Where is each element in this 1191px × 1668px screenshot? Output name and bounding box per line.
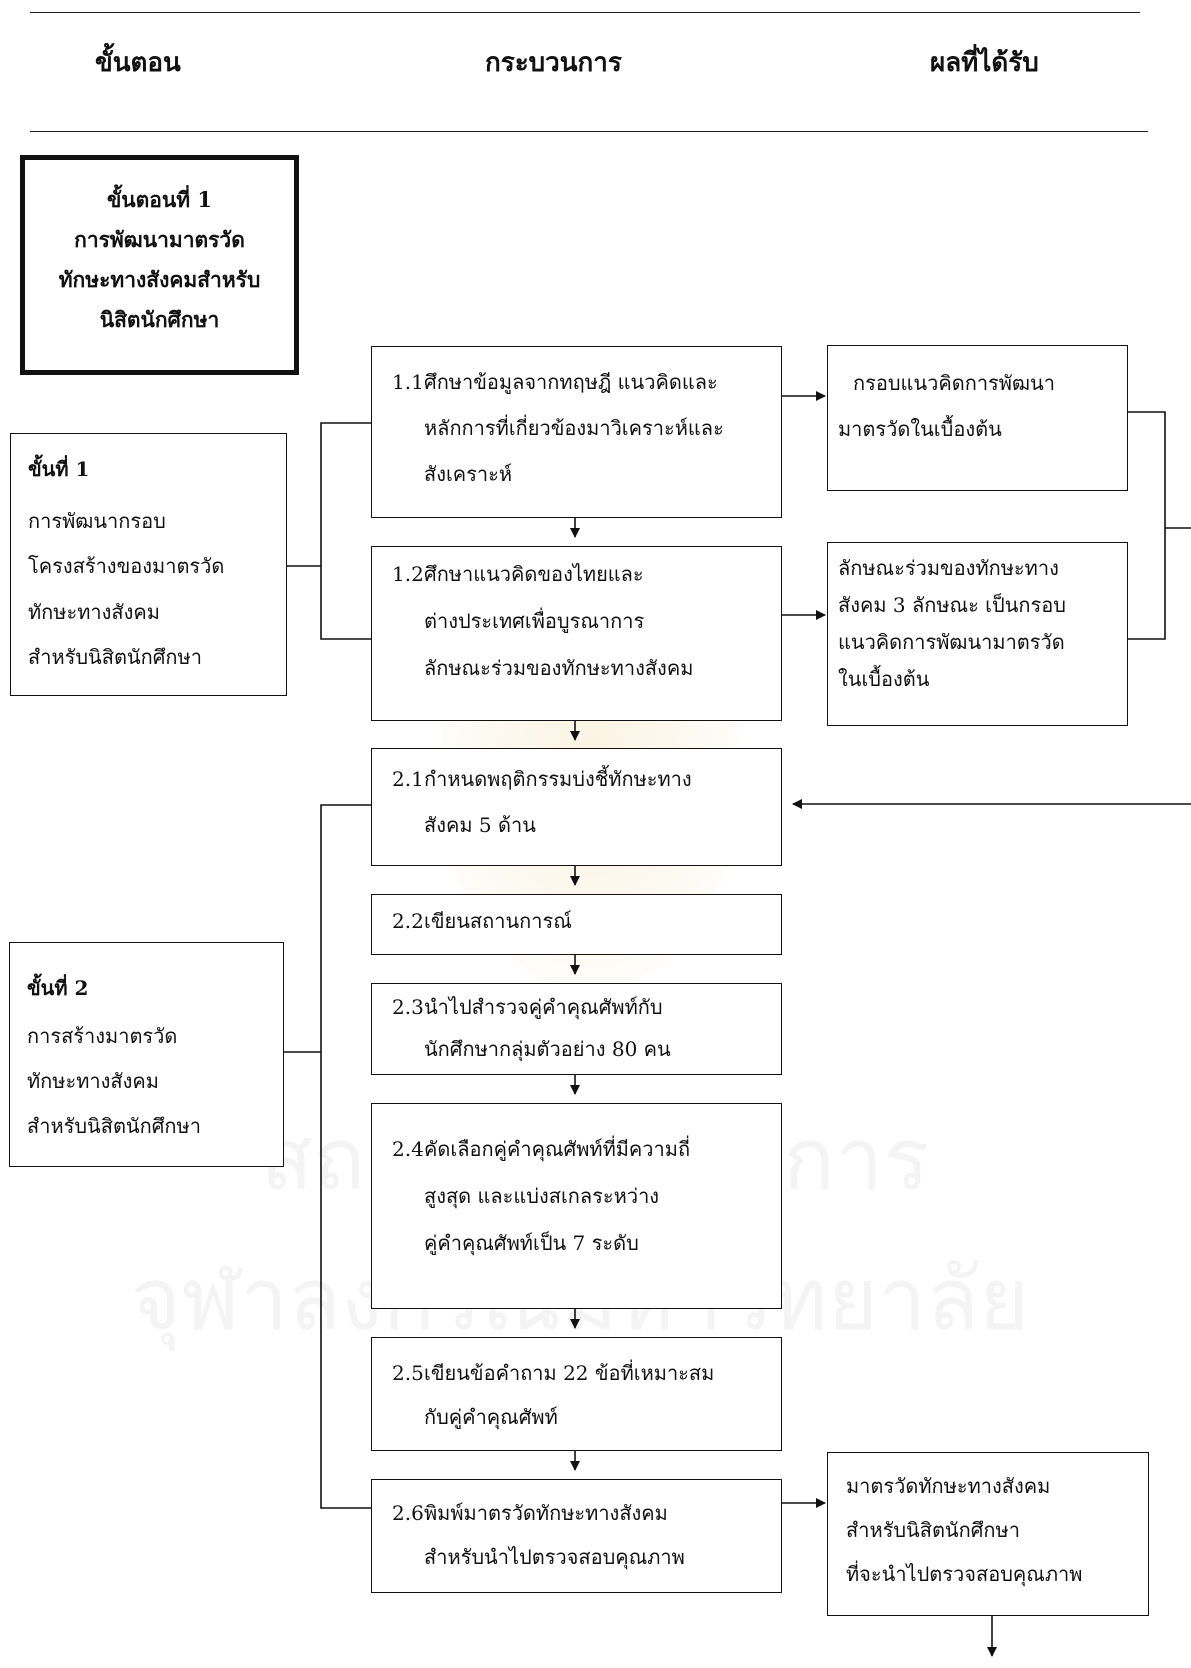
result-line: ในเบื้องต้น	[838, 667, 930, 691]
step-number: 1.1	[392, 370, 424, 394]
result-1-box: กรอบแนวคิดการพัฒนา มาตรวัดในเบื้องต้น	[827, 345, 1128, 491]
result-line: ที่จะนำไปตรวจสอบคุณภาพ	[846, 1562, 1083, 1586]
step-2-5-box: 2.5 เขียนข้อคำถาม 22 ข้อที่เหมาะสม กับคู…	[371, 1337, 782, 1451]
step-line: สังคม 5 ด้าน	[424, 813, 536, 837]
step-number: 2.3	[392, 995, 424, 1019]
step-line: พิมพ์มาตรวัดทักษะทางสังคม	[424, 1501, 668, 1525]
phase-1-line: สำหรับนิสิตนักศึกษา	[28, 645, 202, 669]
result-line: มาตรวัดทักษะทางสังคม	[846, 1474, 1051, 1498]
step-1-1-box: 1.1 ศึกษาข้อมูลจากทฤษฎี แนวคิดและ หลักกา…	[371, 346, 782, 518]
step-number: 2.2	[392, 909, 424, 933]
result-line: สำหรับนิสิตนักศึกษา	[846, 1518, 1020, 1542]
header-result: ผลที่ได้รับ	[930, 48, 1039, 78]
step-line: คู่คำคุณศัพท์เป็น 7 ระดับ	[424, 1231, 639, 1255]
step-line: กำหนดพฤติกรรมบ่งชี้ทักษะทาง	[424, 767, 692, 791]
step-line: หลักการที่เกี่ยวข้องมาวิเคราะห์และ	[424, 416, 724, 440]
result-line: แนวคิดการพัฒนามาตรวัด	[838, 630, 1065, 654]
step-2-3-box: 2.3 นำไปสำรวจคู่คำคุณศัพท์กับ นักศึกษากล…	[371, 983, 782, 1075]
stage-1-line: ทักษะทางสังคมสำหรับ	[58, 267, 261, 292]
top-rule	[30, 12, 1030, 13]
step-number: 2.6	[392, 1501, 424, 1525]
step-2-6-box: 2.6 พิมพ์มาตรวัดทักษะทางสังคม สำหรับนำไป…	[371, 1479, 782, 1593]
step-number: 1.2	[392, 562, 424, 586]
step-2-4-box: 2.4 คัดเลือกคู่คำคุณศัพท์ที่มีความถี่ สู…	[371, 1103, 782, 1309]
step-line: สำหรับนำไปตรวจสอบคุณภาพ	[424, 1545, 685, 1569]
step-line: เขียนสถานการณ์	[424, 909, 572, 933]
step-line: คัดเลือกคู่คำคุณศัพท์ที่มีความถี่	[424, 1137, 691, 1161]
step-number: 2.1	[392, 767, 424, 791]
phase-2-line: ทักษะทางสังคม	[27, 1069, 159, 1093]
step-line: เขียนข้อคำถาม 22 ข้อที่เหมาะสม	[424, 1361, 715, 1385]
phase-2-line: การสร้างมาตรวัด	[27, 1024, 178, 1048]
step-line: นักศึกษากลุ่มตัวอย่าง 80 คน	[424, 1037, 671, 1061]
header-process: กระบวนการ	[485, 48, 622, 78]
stage-1-line: นิสิตนักศึกษา	[99, 307, 220, 332]
top-rule-right	[1030, 12, 1140, 13]
step-2-2-box: 2.2 เขียนสถานการณ์	[371, 894, 782, 955]
phase-1-line: ทักษะทางสังคม	[28, 600, 160, 624]
stage-1-title: ขั้นตอนที่ 1	[106, 187, 213, 212]
step-2-1-box: 2.1 กำหนดพฤติกรรมบ่งชี้ทักษะทาง สังคม 5 …	[371, 748, 782, 866]
step-line: ศึกษาข้อมูลจากทฤษฎี แนวคิดและ	[424, 370, 718, 394]
phase-2-box: ขั้นที่ 2 การสร้างมาตรวัด ทักษะทางสังคม …	[9, 942, 284, 1167]
result-3-box: มาตรวัดทักษะทางสังคม สำหรับนิสิตนักศึกษา…	[827, 1452, 1149, 1616]
result-line: สังคม 3 ลักษณะ เป็นกรอบ	[838, 593, 1066, 617]
header-rule	[30, 131, 1148, 132]
step-line: นำไปสำรวจคู่คำคุณศัพท์กับ	[424, 995, 663, 1019]
step-line: กับคู่คำคุณศัพท์	[424, 1405, 558, 1429]
result-2-box: ลักษณะร่วมของทักษะทาง สังคม 3 ลักษณะ เป็…	[827, 542, 1128, 726]
result-line: มาตรวัดในเบื้องต้น	[838, 417, 1002, 441]
step-number: 2.5	[392, 1361, 424, 1385]
step-line: ลักษณะร่วมของทักษะทางสังคม	[424, 656, 694, 680]
phase-2-line: สำหรับนิสิตนักศึกษา	[27, 1114, 201, 1138]
result-line: กรอบแนวคิดการพัฒนา	[853, 371, 1055, 395]
result-line: ลักษณะร่วมของทักษะทาง	[838, 556, 1059, 580]
step-line: ต่างประเทศเพื่อบูรณาการ	[424, 609, 645, 633]
step-number: 2.4	[392, 1137, 424, 1161]
step-line: ศึกษาแนวคิดของไทยและ	[424, 562, 644, 586]
phase-1-line: โครงสร้างของมาตรวัด	[28, 554, 225, 578]
phase-1-box: ขั้นที่ 1 การพัฒนากรอบ โครงสร้างของมาตรว…	[10, 433, 287, 696]
header-step: ขั้นตอน	[95, 48, 181, 78]
phase-1-line: การพัฒนากรอบ	[28, 509, 166, 533]
phase-2-title: ขั้นที่ 2	[27, 976, 89, 1000]
phase-1-title: ขั้นที่ 1	[28, 457, 90, 481]
stage-1-line: การพัฒนามาตรวัด	[74, 227, 245, 252]
stage-1-box: ขั้นตอนที่ 1 การพัฒนามาตรวัด ทักษะทางสัง…	[20, 155, 299, 375]
step-line: สังเคราะห์	[424, 462, 513, 486]
step-line: สูงสุด และแบ่งสเกลระหว่าง	[424, 1184, 660, 1208]
step-1-2-box: 1.2 ศึกษาแนวคิดของไทยและ ต่างประเทศเพื่อ…	[371, 546, 782, 721]
